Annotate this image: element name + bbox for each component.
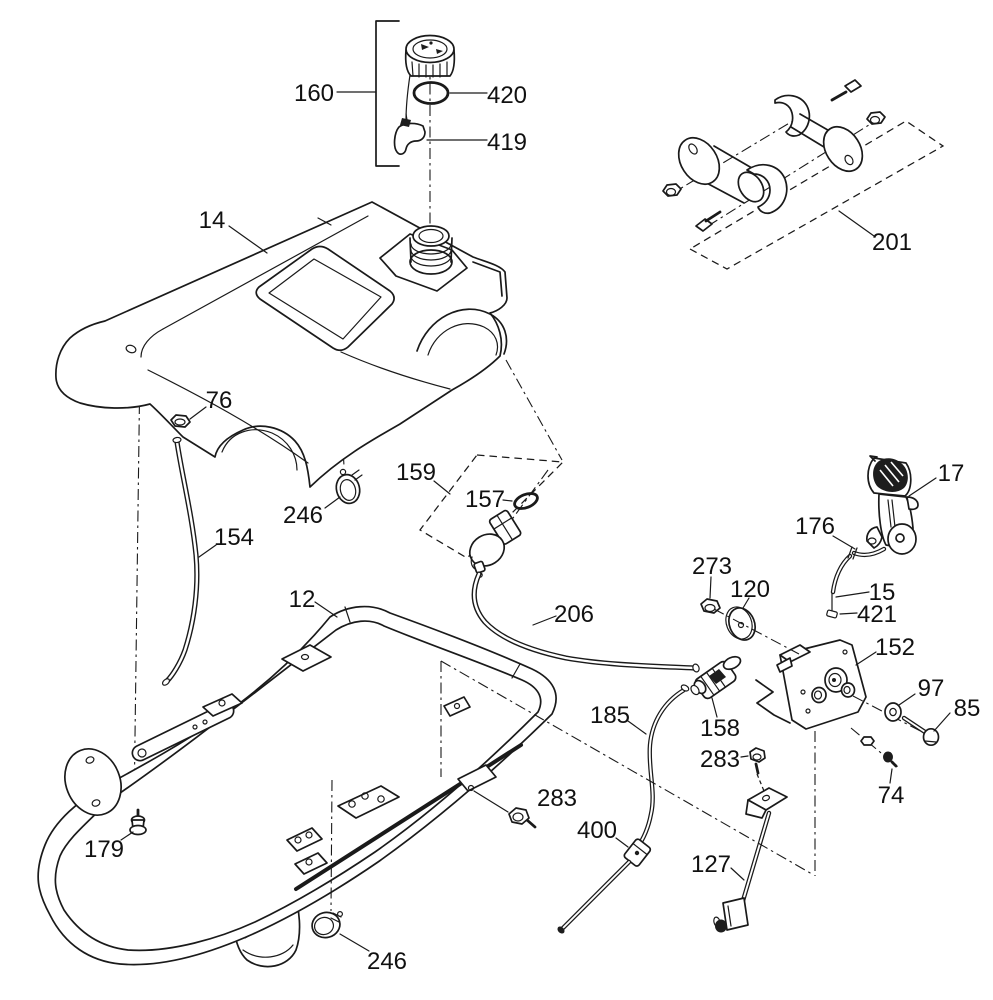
- part-label-74: 74: [878, 782, 905, 809]
- cover-shell-14: [55, 201, 508, 488]
- gasket-157: [513, 492, 539, 510]
- part-label-158: 158: [700, 715, 740, 742]
- tube-assembly-400: [557, 837, 652, 934]
- part-label-12: 12: [289, 586, 316, 613]
- part-label-97: 97: [918, 675, 945, 702]
- fuel-tap-158: [690, 655, 742, 718]
- alignment-lines-front: [330, 608, 816, 912]
- governor-rod-127: [713, 747, 788, 933]
- part-label-14: 14: [199, 207, 226, 234]
- bolt-283-frame: [473, 790, 537, 829]
- hose-clamp-246-lower: [311, 910, 370, 952]
- bolt-179: [120, 808, 147, 841]
- grommet-nut-76: [170, 406, 207, 428]
- part-label-201: 201: [872, 229, 912, 256]
- part-label-283-frame: 283: [537, 785, 577, 812]
- part-label-15: 15: [869, 579, 896, 606]
- part-label-273: 273: [692, 553, 732, 580]
- fuel-line-206: [471, 571, 700, 673]
- shockmount-assembly-201: [662, 79, 945, 270]
- part-label-246-upper: 246: [283, 502, 323, 529]
- hose-185: [627, 684, 690, 851]
- disc-120: [725, 597, 756, 641]
- part-label-17: 17: [938, 460, 965, 487]
- part-label-154: 154: [214, 524, 254, 551]
- part-labels: 160 420 419 14 201 76 246 154 159 157 12…: [84, 80, 980, 975]
- part-label-76: 76: [206, 387, 233, 414]
- hose-clamp-246-upper: [324, 468, 363, 509]
- part-label-419: 419: [487, 129, 527, 156]
- washer-97-bolt-85: [852, 693, 951, 747]
- fuel-line-154: [161, 436, 217, 686]
- part-label-176: 176: [795, 513, 835, 540]
- o-ring-420: [412, 81, 450, 105]
- throttle-lever-17: [866, 455, 937, 555]
- part-label-421: 421: [857, 601, 897, 628]
- fuel-cap-assembly-160: [336, 20, 488, 167]
- part-label-120: 120: [730, 576, 770, 603]
- part-label-246-lower: 246: [367, 948, 407, 975]
- bracket-plate-152: [755, 639, 877, 730]
- part-label-206: 206: [554, 601, 594, 628]
- part-label-283-rod: 283: [700, 746, 740, 773]
- part-label-420: 420: [487, 82, 527, 109]
- throttle-cable-176: [826, 535, 887, 619]
- part-label-179: 179: [84, 836, 124, 863]
- fastener-74: [850, 727, 899, 784]
- nut-273: [700, 576, 721, 614]
- cable-end-421: [826, 609, 838, 619]
- part-label-157: 157: [465, 486, 505, 513]
- fuel-valve-group-159: [419, 454, 565, 578]
- part-label-127: 127: [691, 851, 731, 878]
- frame-12: [37, 601, 557, 968]
- part-label-400: 400: [577, 817, 617, 844]
- part-label-152: 152: [875, 634, 915, 661]
- part-label-159: 159: [396, 459, 436, 486]
- part-label-160: 160: [294, 80, 334, 107]
- part-label-85: 85: [954, 695, 981, 722]
- part-label-185: 185: [590, 702, 630, 729]
